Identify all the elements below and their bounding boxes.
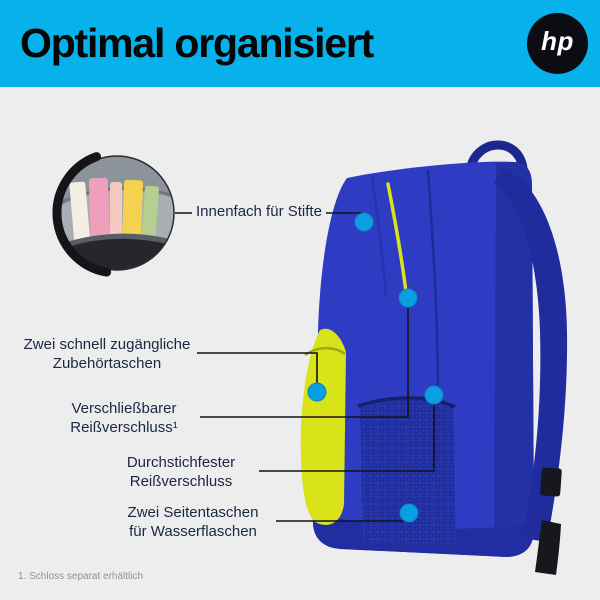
- dot-accessory-pockets: [307, 382, 327, 402]
- callout-text: Zubehörtaschen: [52, 354, 162, 372]
- callout-dots: [307, 212, 444, 523]
- strap-tail: [535, 520, 561, 575]
- dot-lockable-zipper: [398, 288, 418, 308]
- callout-text: Zwei Seitentaschen: [127, 504, 259, 521]
- front-seam: [370, 175, 388, 297]
- dot-side-pockets: [399, 503, 419, 523]
- callout-label-accessory-pockets: Zwei schnell zugängliche Zubehörtaschen: [18, 336, 196, 373]
- line-accessory-pockets: [197, 352, 318, 384]
- pen-green: [141, 185, 159, 247]
- back-panel: [494, 162, 534, 557]
- backpack-illustration: [300, 140, 568, 575]
- callout-text: Durchstichfester: [126, 454, 236, 471]
- dot-puncture-zipper: [424, 385, 444, 405]
- callout-text: für Wasserflaschen: [129, 522, 257, 540]
- dot-pen-pocket: [354, 212, 374, 232]
- front-zipper-yellow: [386, 182, 408, 294]
- lime-accessory-pocket: [300, 328, 346, 525]
- hp-logo: hp: [527, 13, 588, 74]
- strap-buckle: [540, 467, 562, 497]
- pen-salmon: [110, 182, 122, 246]
- header-banner: Optimal organisiert hp: [0, 0, 600, 87]
- mesh-pocket-piping: [357, 396, 456, 409]
- line-puncture-zipper: [259, 404, 435, 472]
- hp-logo-text: hp: [541, 26, 574, 56]
- callout-label-puncture-zipper: Durchstichfester Reißverschluss: [105, 454, 257, 491]
- inset-shadow-crescent: [52, 152, 112, 277]
- headline: Optimal organisiert: [20, 20, 374, 66]
- notebook-white: [69, 181, 91, 249]
- shoulder-strap: [494, 167, 568, 542]
- callout-text: Reißverschluss¹: [70, 418, 178, 436]
- notebook-pink: [88, 177, 111, 249]
- callout-label-lockable-zipper: Verschließbarer Reißverschluss¹: [48, 400, 200, 437]
- callout-label-side-pockets: Zwei Seitentaschen für Wasserflaschen: [112, 504, 274, 541]
- notebook-yellow: [121, 179, 144, 247]
- callout-label-pen-pocket: Innenfach für Stifte: [196, 203, 322, 222]
- callout-lines: [175, 212, 435, 522]
- footnote: 1. Schloss separat erhältlich: [18, 571, 144, 582]
- top-handle: [465, 140, 528, 175]
- callout-text: Zwei schnell zugängliche: [23, 336, 191, 353]
- callout-text: Reißverschluss: [129, 472, 233, 490]
- line-lockable-zipper: [200, 307, 409, 418]
- callout-text: Innenfach für Stifte: [196, 203, 322, 220]
- callout-text: Verschließbarer: [71, 400, 177, 417]
- pen-pocket-inset: [52, 152, 175, 277]
